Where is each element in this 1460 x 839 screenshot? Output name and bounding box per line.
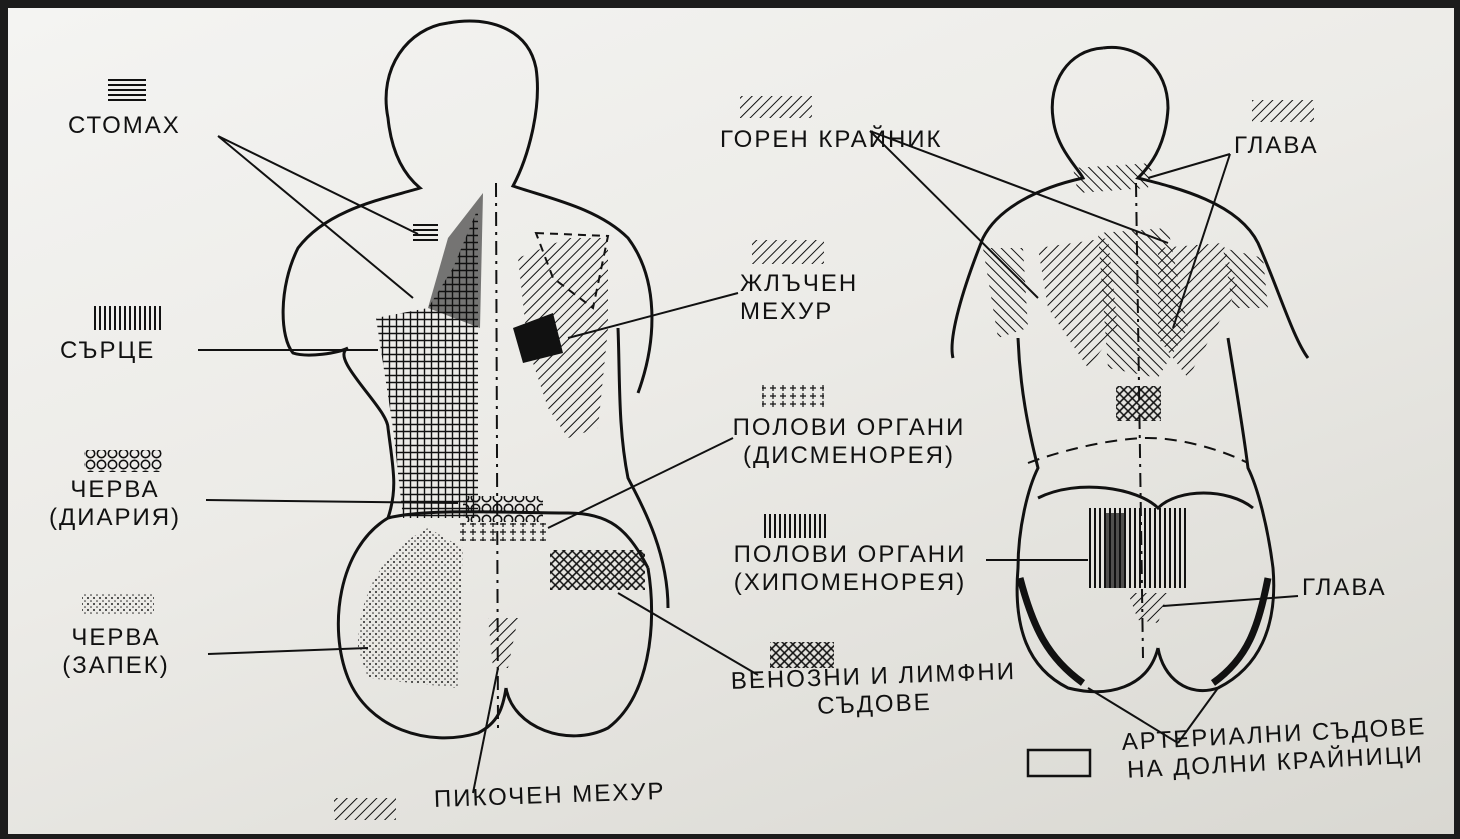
label-venous-lymph: ВЕНОЗНИ И ЛИМФНИ СЪДОВЕ	[727, 658, 1021, 724]
genitals-dysmenorrhea-line-1: ПОЛОВИ ОРГАНИ	[720, 414, 978, 442]
bowel-diarrhea-line-1: ЧЕРВА	[26, 476, 204, 504]
upper-limb-swatch	[740, 96, 812, 118]
label-stomach: СТОМАХ	[68, 112, 181, 140]
label-bowel-diarrhea: ЧЕРВА (ДИАРИЯ)	[26, 476, 204, 532]
stomach-zone	[413, 223, 438, 241]
bowel-constipation-line-2: (ЗАПЕК)	[30, 652, 202, 680]
genitals-dysmenorrhea-swatch	[762, 384, 824, 408]
bowel-diarrhea-line-2: (ДИАРИЯ)	[26, 504, 204, 532]
bowel-diarrhea-swatch	[84, 450, 162, 472]
label-head-bottom: ГЛАВА	[1302, 574, 1387, 602]
genitals-hypomenorrhea-swatch	[762, 514, 826, 538]
shoulder-zone-left	[983, 248, 1028, 338]
bowel-diarrhea-zone	[463, 496, 543, 522]
head-zone-sacral	[1128, 593, 1168, 623]
genitals-hypomenorrhea-zone	[1088, 508, 1188, 588]
arterial-swatch	[1028, 750, 1090, 776]
genitals-hypomenorrhea-dark	[1106, 513, 1124, 588]
arterial-zone-left	[1020, 578, 1083, 683]
venous-lymph-zone	[550, 550, 645, 590]
label-bowel-constipation: ЧЕРВА (ЗАПЕК)	[30, 624, 202, 680]
gallbladder-line-1: ЖЛЪЧЕН	[740, 270, 858, 298]
head-swatch	[1252, 100, 1314, 122]
genitals-hypomenorrhea-line-2: (ХИПОМЕНОРЕЯ)	[714, 569, 986, 597]
arterial-zone-right	[1213, 578, 1268, 683]
label-heart: СЪРЦЕ	[60, 337, 155, 365]
label-upper-limb: ГОРЕН КРАЙНИК	[720, 126, 943, 154]
genitals-hypomenorrhea-line-1: ПОЛОВИ ОРГАНИ	[714, 541, 986, 569]
lumbar-zone	[1116, 386, 1161, 421]
stomach-zone-dark	[428, 193, 483, 328]
head-zone-neck	[1073, 163, 1153, 193]
diagram-page: СТОМАХ СЪРЦЕ ЧЕРВА (ДИАРИЯ) ЧЕРВА (ЗАПЕК…	[8, 8, 1454, 834]
bladder-swatch	[334, 798, 396, 820]
label-gallbladder: ЖЛЪЧЕН МЕХУР	[740, 270, 858, 326]
bladder-zone	[488, 618, 518, 668]
genitals-dysmenorrhea-zone	[460, 523, 550, 541]
bowel-constipation-swatch	[82, 594, 154, 614]
gallbladder-line-2: МЕХУР	[740, 298, 858, 326]
heart-swatch	[92, 306, 164, 330]
bowel-constipation-line-1: ЧЕРВА	[30, 624, 202, 652]
label-head-top: ГЛАВА	[1234, 132, 1319, 160]
label-genitals-hypomenorrhea: ПОЛОВИ ОРГАНИ (ХИПОМЕНОРЕЯ)	[714, 541, 986, 597]
bowel-constipation-zone	[358, 528, 463, 688]
waist-dash-line	[1028, 438, 1248, 463]
label-genitals-dysmenorrhea: ПОЛОВИ ОРГАНИ (ДИСМЕНОРЕЯ)	[720, 414, 978, 470]
gallbladder-swatch	[752, 240, 824, 264]
genitals-dysmenorrhea-line-2: (ДИСМЕНОРЕЯ)	[720, 442, 978, 470]
stomach-swatch	[108, 76, 146, 102]
